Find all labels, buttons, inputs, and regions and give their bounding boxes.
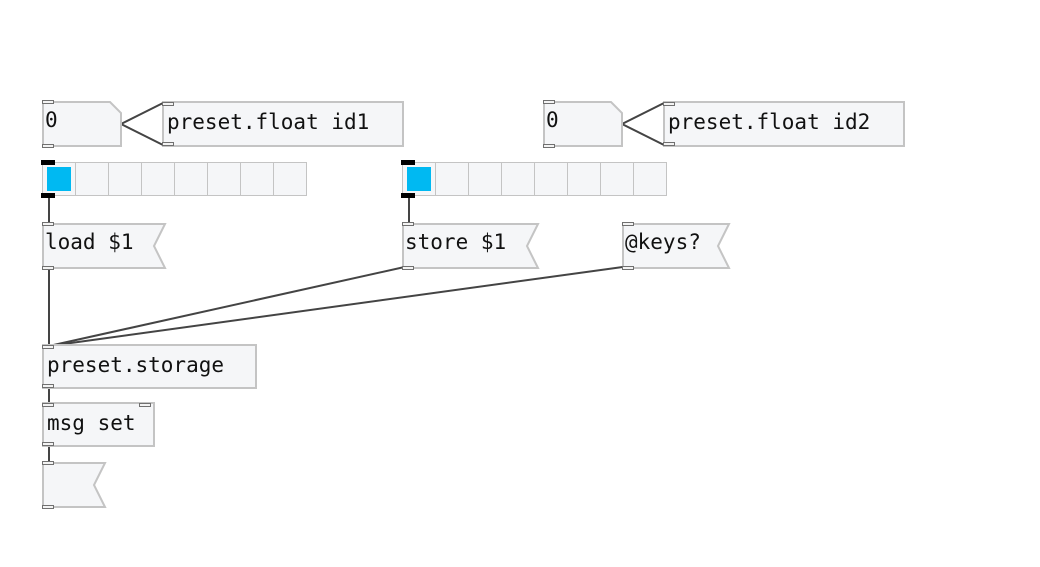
- message-label: @keys?: [625, 230, 701, 254]
- float-atom-value: 0: [45, 108, 58, 132]
- cord-float2-to-atom2[interactable]: [621, 123, 665, 146]
- cord-atom2-to-float2[interactable]: [621, 102, 665, 125]
- inlet[interactable]: [543, 100, 555, 104]
- outlet[interactable]: [42, 144, 54, 148]
- radio-selected-marker: [47, 167, 71, 191]
- radio-cell[interactable]: [567, 162, 601, 196]
- outlet[interactable]: [162, 142, 174, 146]
- cord-store-to-storage[interactable]: [48, 265, 410, 347]
- inlet[interactable]: [42, 461, 54, 465]
- inlet[interactable]: [42, 100, 54, 104]
- keys-query-message[interactable]: @keys?: [622, 222, 731, 270]
- float-atom-2[interactable]: 0: [543, 100, 623, 148]
- radio-cell[interactable]: [402, 162, 436, 196]
- cord-atom1-to-float1[interactable]: [120, 102, 164, 125]
- store-message[interactable]: store $1: [402, 222, 540, 270]
- outlet[interactable]: [543, 144, 555, 148]
- radio-cell[interactable]: [141, 162, 175, 196]
- radio-cell[interactable]: [633, 162, 667, 196]
- radio-selector-2[interactable]: [401, 160, 667, 198]
- load-message[interactable]: load $1: [42, 222, 167, 270]
- msg-set-object[interactable]: msg set: [42, 402, 155, 447]
- radio-cell[interactable]: [600, 162, 634, 196]
- radio-cell[interactable]: [435, 162, 469, 196]
- atom-frame: [543, 101, 623, 147]
- outlet[interactable]: [663, 142, 675, 146]
- radio-cell[interactable]: [174, 162, 208, 196]
- inlet[interactable]: [42, 222, 54, 226]
- radio-selector-1[interactable]: [41, 160, 307, 198]
- message-frame: [42, 462, 107, 508]
- radio-cell[interactable]: [42, 162, 76, 196]
- inlet[interactable]: [622, 222, 634, 226]
- inlet[interactable]: [663, 102, 675, 106]
- right-inlet[interactable]: [139, 403, 151, 407]
- object-label: preset.float id2: [668, 110, 871, 134]
- object-label: preset.storage: [47, 353, 225, 377]
- radio-cell[interactable]: [108, 162, 142, 196]
- message-label: store $1: [405, 230, 507, 254]
- message-label: load $1: [45, 230, 134, 254]
- message-frame: [402, 223, 540, 269]
- radio-cell[interactable]: [75, 162, 109, 196]
- message-frame: [622, 223, 731, 269]
- inlet[interactable]: [401, 160, 415, 165]
- radio-cell[interactable]: [468, 162, 502, 196]
- outlet[interactable]: [42, 442, 54, 446]
- outlet[interactable]: [42, 384, 54, 388]
- inlet[interactable]: [162, 102, 174, 106]
- outlet[interactable]: [41, 193, 55, 198]
- outlet[interactable]: [42, 505, 54, 509]
- float-atom-value: 0: [546, 108, 559, 132]
- inlet[interactable]: [41, 160, 55, 165]
- object-label: preset.float id1: [167, 110, 370, 134]
- float-atom-1[interactable]: 0: [42, 100, 122, 148]
- radio-selected-marker: [407, 167, 431, 191]
- radio-cell[interactable]: [240, 162, 274, 196]
- cord-keys-to-storage[interactable]: [48, 265, 631, 347]
- preset-float-id1-object[interactable]: preset.float id1: [162, 101, 404, 147]
- atom-frame: [42, 101, 122, 147]
- outlet[interactable]: [42, 266, 54, 270]
- message-frame: [42, 223, 167, 269]
- inlet[interactable]: [42, 345, 54, 349]
- cord-float1-to-atom1[interactable]: [120, 123, 164, 146]
- radio-cell[interactable]: [534, 162, 568, 196]
- radio-cell[interactable]: [273, 162, 307, 196]
- preset-storage-object[interactable]: preset.storage: [42, 344, 257, 389]
- radio-cell[interactable]: [501, 162, 535, 196]
- inlet[interactable]: [42, 403, 54, 407]
- inlet[interactable]: [402, 222, 414, 226]
- object-label: msg set: [47, 411, 136, 435]
- outlet[interactable]: [401, 193, 415, 198]
- outlet[interactable]: [622, 266, 634, 270]
- outlet[interactable]: [402, 266, 414, 270]
- output-message[interactable]: [42, 461, 107, 509]
- preset-float-id2-object[interactable]: preset.float id2: [663, 101, 905, 147]
- radio-cell[interactable]: [207, 162, 241, 196]
